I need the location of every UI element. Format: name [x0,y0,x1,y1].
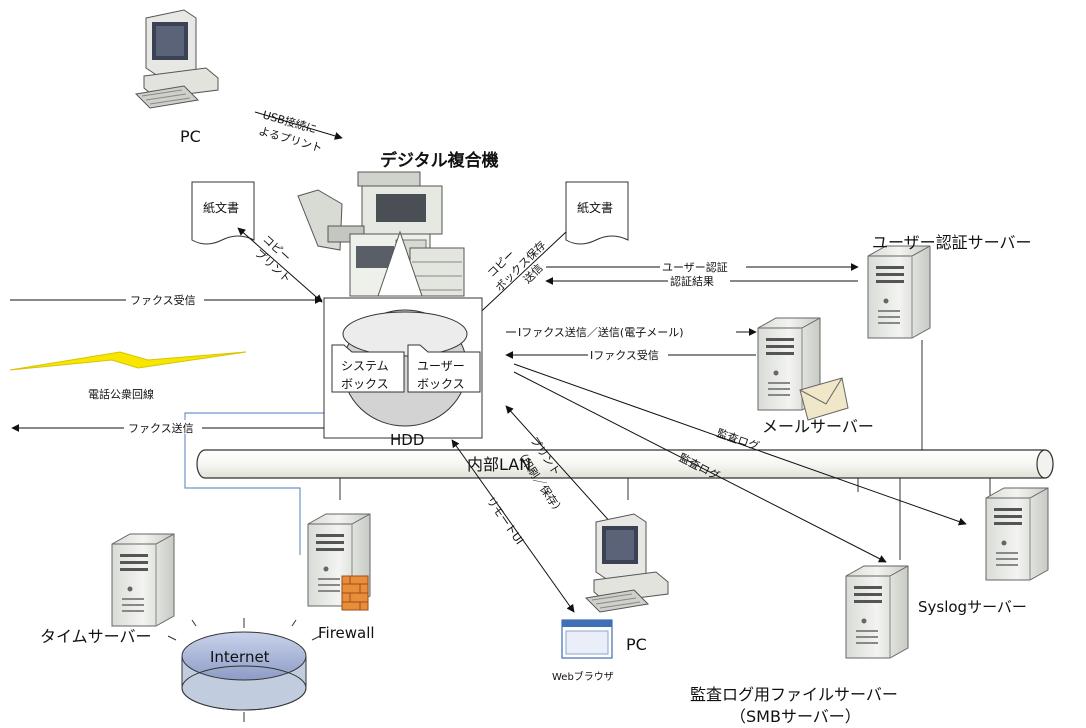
paper-right-label: 紙文書 [577,200,613,215]
internet-cloud: Internet [167,618,321,722]
auth-request-label: ユーザー認証 [662,260,728,274]
auth-server-label: ユーザー認証サーバー [872,233,1032,252]
phone-line-label: 電話公衆回線 [88,387,154,401]
audit-log-arrow-syslog [513,363,967,526]
mail-server-icon [757,317,849,421]
audit-log-arrow-smb [513,371,887,563]
auth-result-label: 認証結果 [670,274,714,288]
system-box-label-2: ボックス [341,377,389,391]
paper-doc-right: 紙文書 [565,181,629,245]
usb-print-arrow [254,111,343,140]
time-server-label: タイムサーバー [40,627,152,646]
fax-receive-label: ファクス受信 [130,294,196,307]
lan-bus: 内部LAN [196,449,1054,479]
mfp-icon [297,171,465,297]
smb-server-icon [845,565,909,659]
paper-left-label: 紙文書 [203,200,239,215]
paper-doc-left: 紙文書 [191,181,255,245]
phone-line-icon [9,351,247,371]
firewall-label: Firewall [318,624,375,642]
copy-print-arrow [237,227,323,303]
copy-box-arrow [469,231,567,323]
internet-label: Internet [210,648,270,666]
pc-bottom [585,513,669,613]
syslog-server-icon [985,487,1049,581]
pc-bottom-label: PC [626,635,647,654]
firewall-server-icon [307,513,371,611]
system-box-label-1: システム [341,359,389,373]
web-browser-icon [561,619,613,659]
syslog-server-label: Syslogサーバー [918,598,1027,616]
audit-log-label-1: 監査ログ [715,426,761,454]
time-server-icon [111,533,175,627]
mfp-title: デジタル複合機 [380,150,499,171]
mail-server-label: メールサーバー [762,417,874,436]
web-browser-label: Webブラウザ [552,670,614,683]
pc-top-label: PC [180,127,201,146]
user-box: ユーザー ボックス [407,344,481,393]
smb-server-label-2: （SMBサーバー） [730,707,861,726]
hdd-label: HDD [390,431,424,449]
user-box-label-2: ボックス [417,377,465,391]
ifax-send-label: Iファクス送信／送信(電子メール) [518,325,684,339]
system-box: システム ボックス [331,344,405,393]
fax-send-label: ファクス送信 [128,421,194,435]
remote-ui-arrow [451,439,575,613]
user-box-label-1: ユーザー [417,359,465,373]
smb-server-label-1: 監査ログ用ファイルサーバー [690,685,898,704]
pc-top [135,9,219,109]
ifax-receive-label: Iファクス受信 [590,349,659,362]
auth-server-icon [867,245,931,339]
